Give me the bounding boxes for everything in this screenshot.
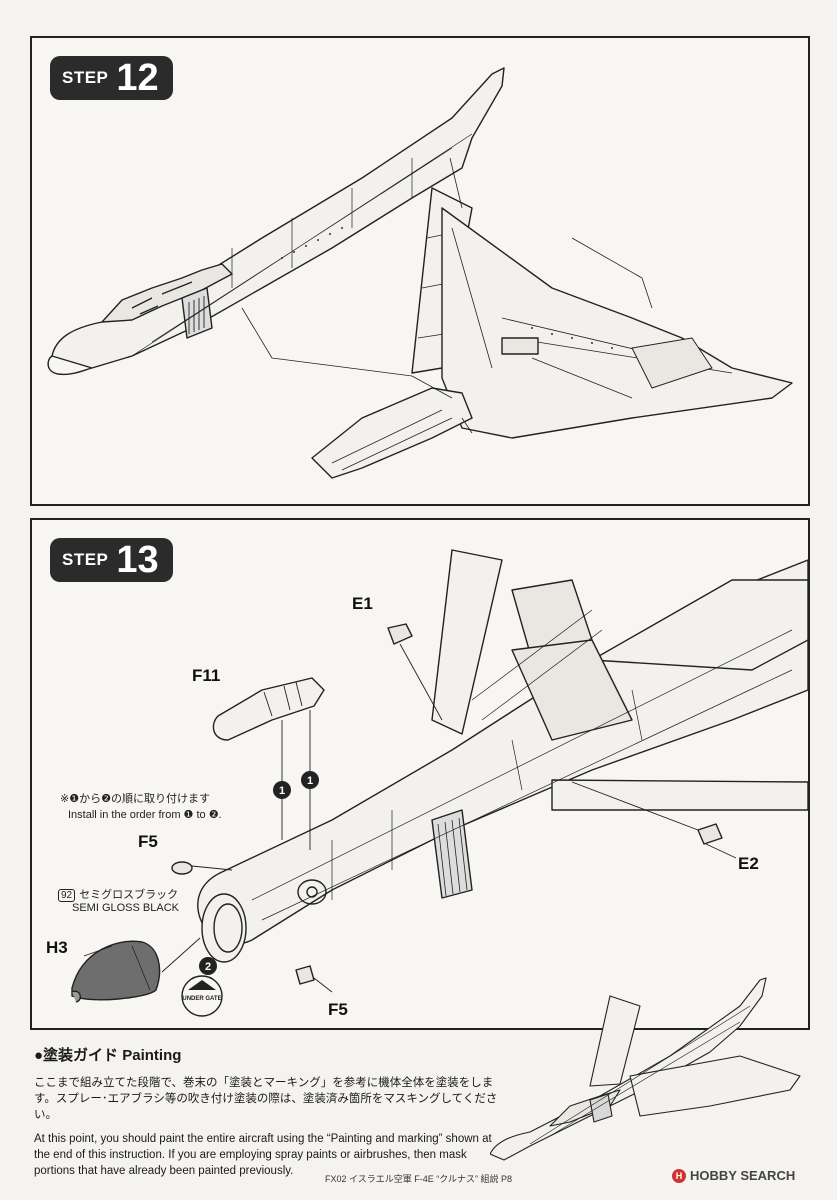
paint-name-en: SEMI GLOSS BLACK	[72, 902, 179, 914]
part-label-h3: H3	[46, 938, 68, 957]
watermark: H HOBBY SEARCH	[672, 1168, 795, 1183]
step-number: 12	[116, 57, 159, 99]
painting-text-jp: ここまで組み立てた段階で、巻末の「塗装とマーキング」を参考に機体全体を塗装をしま…	[34, 1077, 498, 1121]
hobby-search-logo-icon: H	[672, 1168, 686, 1183]
order-mark-1b: 1	[307, 775, 313, 787]
step-number: 13	[116, 539, 159, 581]
painting-guide: ●塗装ガイド Painting ここまで組み立てた段階で、巻末の「塗装とマーキン…	[34, 1044, 504, 1187]
circled-number-icon	[199, 771, 319, 975]
under-gate-text: UNDER GATE	[182, 996, 221, 1002]
step-13-illustration: UNDER GATE 1 1 2	[71, 549, 808, 1017]
paint-name-jp: セミグロスブラック	[79, 889, 179, 901]
painting-heading: ●塗装ガイド Painting	[34, 1047, 182, 1064]
order-note-jp: ※❶から❷の順に取り付けます	[60, 793, 210, 805]
part-label-f5-lower: F5	[328, 1000, 348, 1019]
order-note-en: Install in the order from ❶ to ❷.	[68, 809, 222, 821]
watermark-text: HOBBY SEARCH	[690, 1168, 796, 1183]
under-gate-icon: UNDER GATE	[181, 975, 223, 1017]
part-label-e2: E2	[738, 854, 759, 873]
paint-code: 92	[58, 889, 76, 902]
part-label-f11: F11	[192, 666, 221, 685]
step-word: STEP	[62, 68, 109, 87]
order-mark-1: 1	[279, 785, 285, 797]
page-footer: FX02 イスラエル空軍 F-4E “クルナス” 組説 P8	[325, 1174, 512, 1184]
order-mark-2: 2	[205, 961, 211, 973]
part-label-e1: E1	[352, 594, 373, 613]
step-word: STEP	[62, 550, 109, 569]
painting-text-en: At this point, you should paint the enti…	[34, 1133, 492, 1177]
step-13-badge: STEP 13	[50, 538, 173, 582]
finished-aircraft-illustration	[490, 977, 801, 1161]
step-12-panel: STEP 12	[30, 36, 810, 506]
step-13-panel: STEP 13	[30, 518, 810, 1030]
part-label-f5-upper: F5	[138, 832, 158, 851]
step-12-illustration	[47, 67, 793, 479]
step-12-badge: STEP 12	[50, 56, 173, 100]
